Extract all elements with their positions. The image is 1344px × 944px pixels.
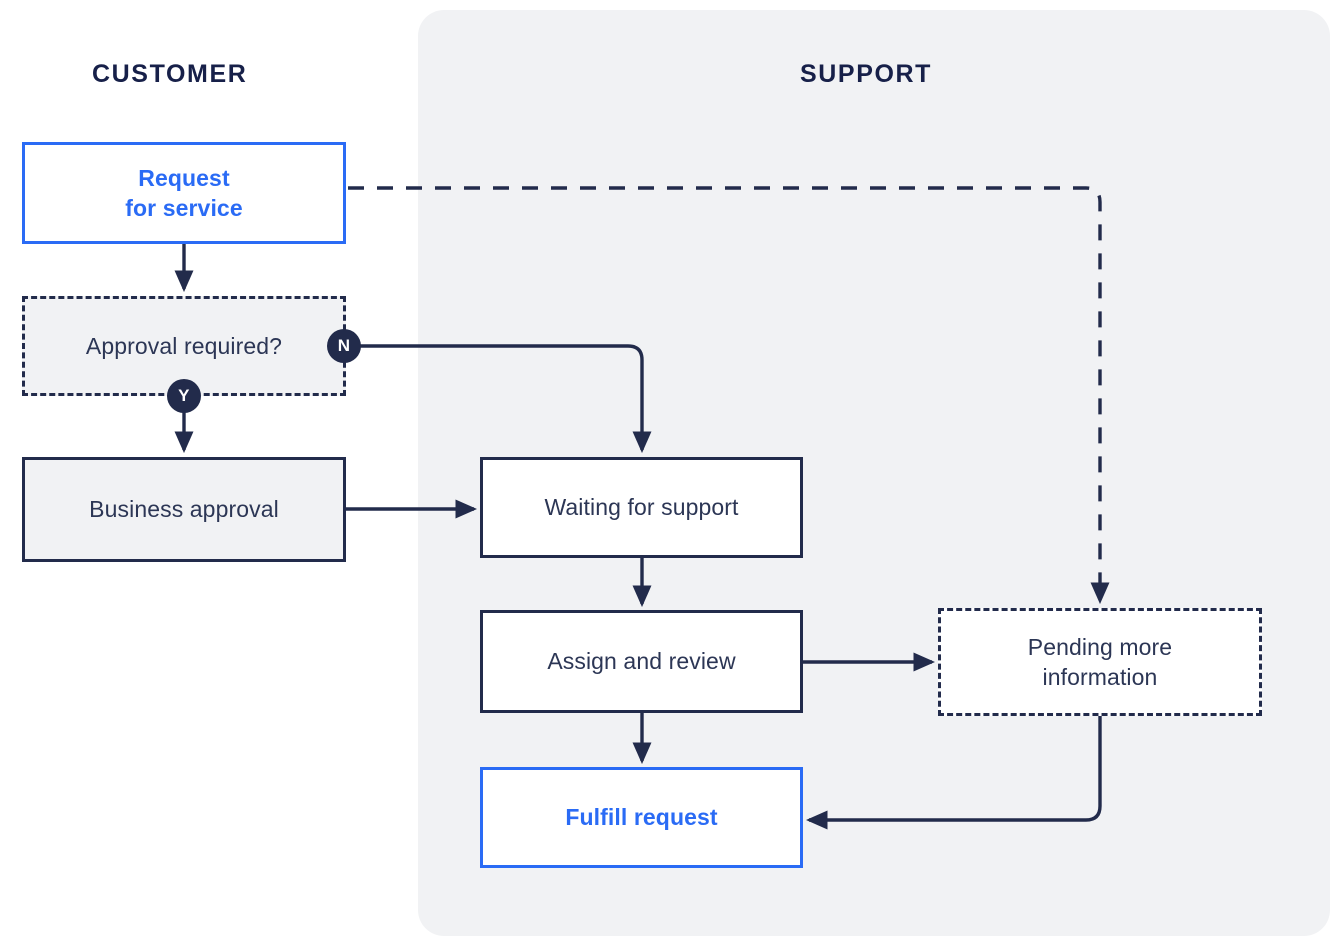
node-business-approval[interactable]: Business approval [22,457,346,562]
node-fulfill-request-label: Fulfill request [565,804,718,831]
node-pending-more-information-line1: Pending more [1027,633,1173,660]
node-request-for-service-line1: Request [138,164,230,191]
node-request-for-service[interactable]: Request for service [22,142,346,244]
node-request-for-service-line2: for service [125,195,243,221]
node-assign-and-review-label: Assign and review [547,648,736,675]
edge-request-to-pending [348,186,1110,605]
branch-badge-no[interactable]: N [327,329,361,363]
branch-badge-no-label: N [337,336,351,355]
branch-badge-yes-label: Y [178,386,190,405]
lane-title-support: SUPPORT [800,60,933,88]
node-pending-more-information-line2: information [1042,664,1158,690]
node-business-approval-label: Business approval [89,496,279,523]
edge-pending-to-fulfill [805,716,1102,830]
node-fulfill-request[interactable]: Fulfill request [480,767,803,868]
node-waiting-for-support-label: Waiting for support [544,494,739,521]
node-waiting-for-support[interactable]: Waiting for support [480,457,803,558]
lane-title-customer: CUSTOMER [92,60,248,88]
edge-no-to-waiting [356,344,652,454]
node-assign-and-review[interactable]: Assign and review [480,610,803,713]
node-pending-more-information[interactable]: Pending more information [938,608,1262,716]
branch-badge-yes[interactable]: Y [167,379,201,413]
node-approval-required-label: Approval required? [85,332,283,359]
